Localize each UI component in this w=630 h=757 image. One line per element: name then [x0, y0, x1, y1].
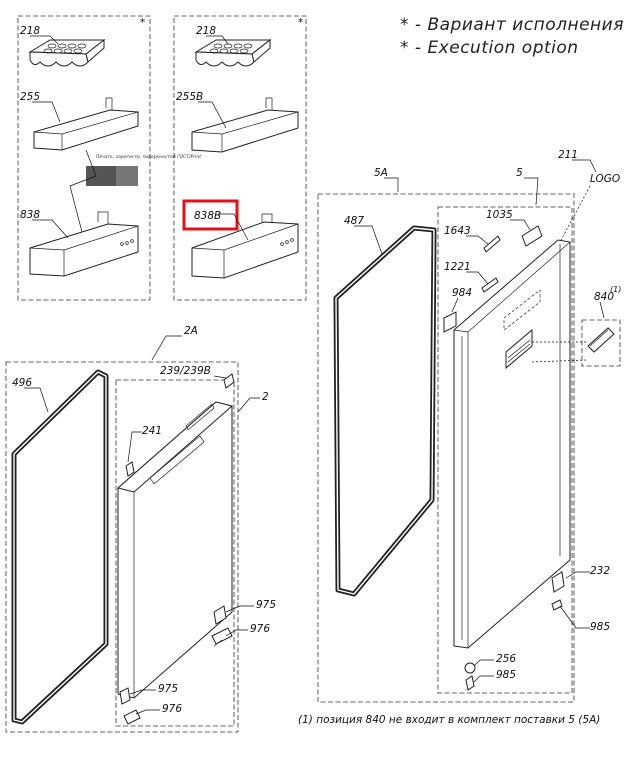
part-1643 — [483, 235, 501, 253]
label-840: 840 — [594, 291, 614, 303]
door-shelf-838 — [29, 211, 139, 277]
label-984: 984 — [452, 287, 472, 299]
label-976-bottom: 976 — [162, 703, 182, 715]
label-1643: 1643 — [444, 225, 471, 237]
footnote: (1) позиция 840 не входит в комплект пос… — [298, 714, 600, 726]
label-985-bottom: 985 — [496, 669, 516, 681]
variant-panel-right: * 218 255B 838B — [173, 15, 307, 301]
label-218-left: 218 — [20, 25, 40, 37]
label-239: 239/239B — [160, 365, 211, 377]
label-975-bottom: 975 — [158, 683, 178, 695]
part-840-frame — [581, 319, 621, 367]
door-shelf-255 — [33, 97, 139, 151]
assembly-5a-frame — [317, 193, 575, 703]
label-255: 255 — [20, 91, 40, 103]
door-gasket-496 — [11, 369, 109, 725]
label-975-top: 975 — [256, 599, 276, 611]
label-838b: 838B — [194, 210, 221, 222]
label-256: 256 — [496, 653, 516, 665]
screw-239 — [223, 373, 235, 389]
label-1221: 1221 — [444, 261, 471, 273]
legend-line-2: * - Execution option — [400, 38, 579, 58]
variant-star-right: * — [298, 17, 303, 29]
variant-panel-left: * 218 255 Печать, зарегистр. поверхносте… — [17, 15, 201, 301]
door-2-body — [116, 401, 234, 699]
door-5-body — [453, 239, 571, 649]
label-840-superscript: (1) — [610, 285, 621, 294]
label-255b: 255B — [176, 91, 203, 103]
assembly-5-frame — [437, 206, 573, 694]
label-218-right: 218 — [196, 25, 216, 37]
label-logo: LOGO — [590, 173, 620, 185]
hinge-232 — [551, 571, 565, 593]
screw-985-top — [551, 599, 563, 611]
label-2: 2 — [262, 391, 269, 403]
label-838: 838 — [20, 209, 40, 221]
door-shelf-838b — [191, 213, 299, 279]
label-2a: 2A — [184, 325, 198, 337]
part-1221 — [481, 277, 499, 293]
hinge-975-bottom — [119, 687, 131, 705]
label-211: 211 — [558, 149, 578, 161]
sticker-note: Печать, зарегистр. поверхностей ГОСТ/Pri… — [96, 154, 201, 160]
label-5a: 5A — [374, 167, 388, 179]
part-840 — [587, 327, 615, 353]
assembly-2-frame — [115, 379, 235, 727]
egg-tray-218-left — [28, 38, 106, 67]
part-984 — [443, 311, 457, 333]
variant-star-left: * — [140, 17, 145, 29]
label-976-top: 976 — [250, 623, 270, 635]
door-assembly-2a: 2A 496 239/239B 2 241 975 976 9 — [5, 325, 276, 733]
label-232: 232 — [590, 565, 610, 577]
screw-985-bottom — [465, 675, 475, 691]
legend-line-1: * - Вариант исполнения — [400, 15, 624, 35]
highlight-box-838b — [182, 199, 239, 231]
hinge-975-top — [213, 605, 227, 625]
label-1035: 1035 — [486, 209, 513, 221]
hinge-256 — [464, 662, 476, 674]
label-5: 5 — [516, 167, 523, 179]
label-487: 487 — [344, 215, 364, 227]
variant-panel-left-frame — [17, 15, 151, 301]
part-1035 — [521, 225, 543, 247]
part-241 — [125, 461, 135, 477]
door-assembly-5a: 5A 5 211 LOGO 487 1643 1035 1221 — [317, 149, 621, 703]
variant-panel-right-frame — [173, 15, 307, 301]
screw-976-top — [211, 627, 233, 645]
door-gasket-487 — [333, 225, 437, 597]
door-shelf-255b — [191, 97, 299, 153]
assembly-2a-frame — [5, 361, 239, 733]
label-496: 496 — [12, 377, 32, 389]
egg-tray-218-right — [194, 38, 272, 67]
label-241: 241 — [142, 425, 162, 437]
label-985-top: 985 — [590, 621, 610, 633]
screw-976-bottom — [123, 709, 141, 725]
